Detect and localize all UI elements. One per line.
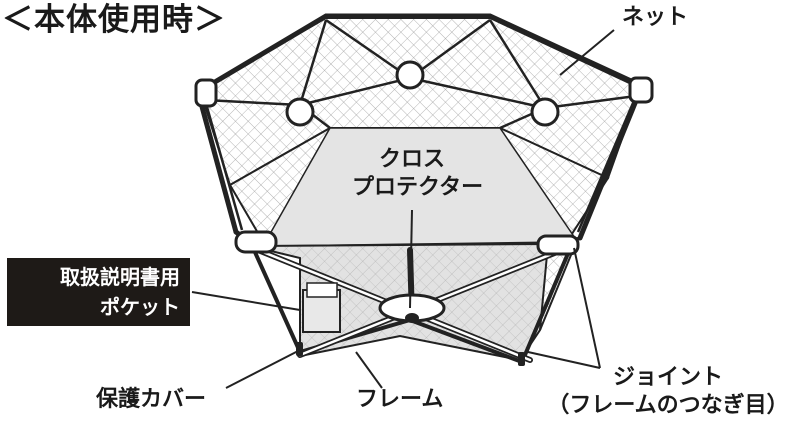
- manual-pocket-label-line1: 取扱説明書用: [60, 265, 180, 289]
- joint-label-note: （フレームのつなぎ目）: [547, 393, 789, 418]
- cross-protector-label-line1: クロス: [378, 147, 445, 172]
- joints: [194, 76, 654, 256]
- frame-label: フレーム: [356, 387, 444, 412]
- leader-lines: [191, 29, 615, 389]
- page-title: ＜本体使用時＞: [2, 2, 226, 38]
- cross-protector-label: クロス プロテクター: [352, 146, 484, 202]
- manual-pocket: [302, 282, 341, 333]
- joint-label: ジョイント （フレームのつなぎ目）: [546, 364, 790, 420]
- net-port-holes: [285, 60, 560, 127]
- joint-label-name: ジョイント: [612, 365, 723, 390]
- net-label: ネット: [622, 5, 689, 30]
- cross-protector-label-line2: プロテクター: [352, 175, 484, 200]
- protective-covers: [296, 342, 525, 366]
- manual-pocket-label-line2: ポケット: [100, 295, 180, 319]
- protective-cover-label: 保護カバー: [96, 387, 207, 412]
- manual-pocket-label: 取扱説明書用 ポケット: [7, 258, 190, 326]
